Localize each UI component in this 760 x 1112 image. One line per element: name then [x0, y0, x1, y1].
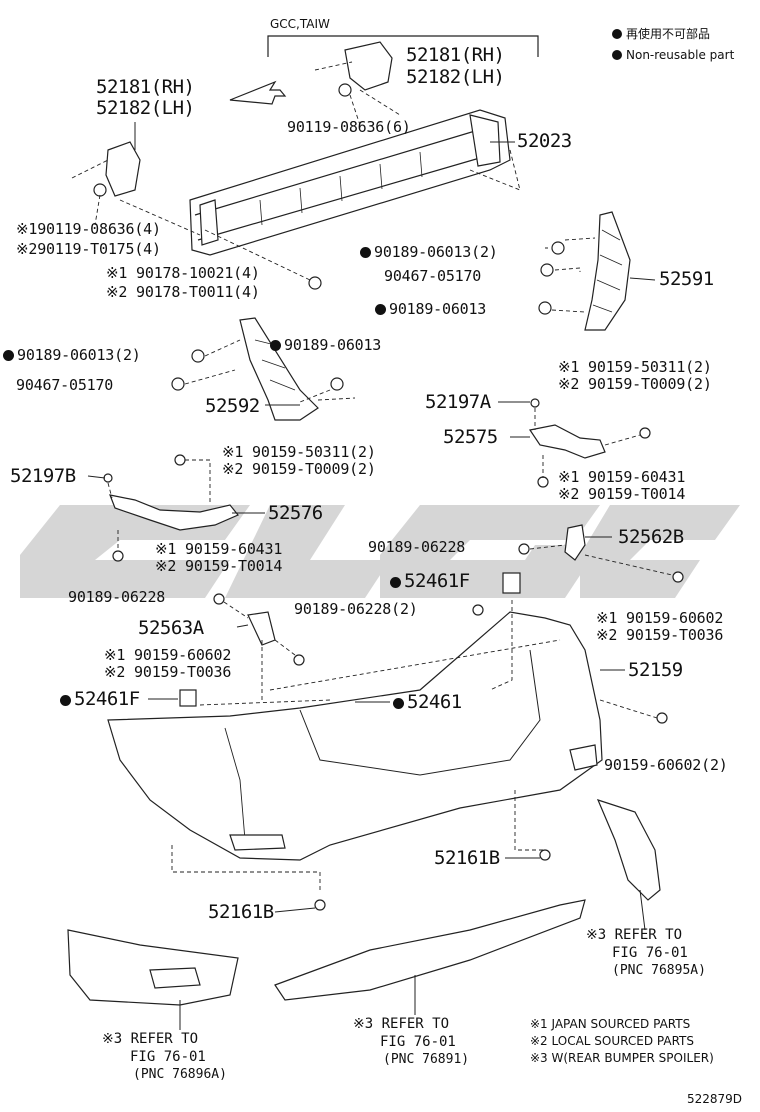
part-label-90189-06228-l: 90189-06228: [68, 588, 166, 606]
part-label-52023: 52023: [517, 130, 572, 152]
non-reusable-dot-icon: [375, 304, 386, 315]
part-label-90178-1: ※1 90178-10021(4): [106, 264, 260, 282]
refer-76895A-line2: FIG 76-01: [612, 945, 688, 961]
part-label-52182-left: 52182(LH): [96, 97, 195, 119]
non-reusable-dot-icon: [60, 695, 71, 706]
part-label-52161B-b: 52161B: [208, 901, 274, 923]
part-label-52592: 52592: [205, 395, 260, 417]
part-label-52197B: 52197B: [10, 465, 76, 487]
illustration-code: 522879D: [687, 1092, 743, 1106]
part-label-52576: 52576: [268, 502, 323, 524]
part-label-90189-06228-2: 90189-06228(2): [294, 600, 418, 618]
part-label-90159-b2: ※2 90159-T0014: [558, 485, 686, 503]
part-label-90159-b1: ※1 90159-60431: [558, 468, 686, 486]
non-reusable-dot-icon: [390, 577, 401, 588]
part-label-90467-l: 90467-05170: [16, 376, 114, 394]
part-label-52161B-r: 52161B: [434, 847, 500, 869]
part-label-90467-r: 90467-05170: [384, 267, 482, 285]
part-label-90159-a2: ※2 90159-T0009(2): [558, 375, 712, 393]
legend-text-en: Non-reusable part: [626, 48, 735, 62]
note-japan-sourced: ※1 JAPAN SOURCED PARTS: [530, 1017, 691, 1031]
refer-76895A-line3: (PNC 76895A): [612, 963, 706, 978]
part-label-90159-c1: ※1 90159-50311(2): [222, 443, 376, 461]
part-label-52182-top: 52182(LH): [406, 66, 505, 88]
part-label-90178-2: ※2 90178-T0011(4): [106, 283, 260, 301]
non-reusable-dot-icon: [612, 29, 622, 39]
refer-76896A-line2: FIG 76-01: [130, 1049, 206, 1065]
part-number-text: 52461F: [74, 688, 140, 710]
part-label-90159-c2: ※2 90159-T0009(2): [222, 460, 376, 478]
non-reusable-dot-icon: [3, 350, 14, 361]
part-label-90189-r1: 90189-06013(2): [360, 245, 498, 260]
part-number-text: 90189-06013: [284, 336, 382, 354]
part-label-52461F-l: 52461F: [60, 690, 140, 709]
part-label-90159-e2: ※2 90159-T0036: [596, 626, 724, 644]
legend-text-jp: 再使用不可部品: [626, 27, 711, 41]
refer-76896A-line1: ※3 REFER TO: [102, 1031, 199, 1047]
refer-76891-line1: ※3 REFER TO: [353, 1016, 450, 1032]
region-label: GCC,TAIW: [270, 17, 330, 31]
part-label-90159-a1: ※1 90159-50311(2): [558, 358, 712, 376]
part-label-90159-g: 90159-60602(2): [604, 756, 728, 774]
refer-76896A-line3: (PNC 76896A): [133, 1067, 227, 1082]
part-label-52563A: 52563A: [138, 617, 204, 639]
legend-japanese: 再使用不可部品: [612, 28, 710, 40]
refer-76891-line2: FIG 76-01: [380, 1034, 456, 1050]
part-label-90189-l2: 90189-06013: [270, 338, 381, 353]
part-number-text: 52461: [407, 691, 462, 713]
part-label-90159-e1: ※1 90159-60602: [596, 609, 724, 627]
legend-english: Non-reusable part: [612, 49, 734, 61]
non-reusable-dot-icon: [360, 247, 371, 258]
part-label-90159-f2: ※2 90159-T0036: [104, 663, 232, 681]
part-number-text: 90189-06013(2): [17, 346, 141, 364]
part-label-90159-d1: ※1 90159-60431: [155, 540, 283, 558]
refer-76891-line3: (PNC 76891): [383, 1052, 470, 1067]
part-label-52159: 52159: [628, 659, 683, 681]
non-reusable-dot-icon: [393, 698, 404, 709]
part-label-90119-top: 90119-08636(6): [287, 118, 411, 136]
note-local-sourced: ※2 LOCAL SOURCED PARTS: [530, 1034, 694, 1048]
part-label-52562B: 52562B: [618, 526, 684, 548]
part-number-text: 90189-06013(2): [374, 243, 498, 261]
part-label-52461F-r: 52461F: [390, 572, 470, 591]
part-label-52181-left: 52181(RH): [96, 76, 195, 98]
part-label-90189-l1: 90189-06013(2): [3, 348, 141, 363]
part-label-90159-d2: ※2 90159-T0014: [155, 557, 283, 575]
non-reusable-dot-icon: [270, 340, 281, 351]
part-label-90119-l1: ※190119-08636(4): [16, 220, 161, 238]
part-number-text: 52461F: [404, 570, 470, 592]
part-label-52197A: 52197A: [425, 391, 491, 413]
non-reusable-dot-icon: [612, 50, 622, 60]
part-number-text: 90189-06013: [389, 300, 487, 318]
part-label-90189-r2: 90189-06013: [375, 302, 486, 317]
part-label-90189-06228-r: 90189-06228: [368, 538, 466, 556]
note-spoiler: ※3 W(REAR BUMPER SPOILER): [530, 1051, 714, 1065]
part-label-90119-l2: ※290119-T0175(4): [16, 240, 161, 258]
part-label-52591: 52591: [659, 268, 714, 290]
part-label-52181-top: 52181(RH): [406, 44, 505, 66]
part-label-90159-f1: ※1 90159-60602: [104, 646, 232, 664]
part-label-52461: 52461: [393, 693, 462, 712]
part-label-52575: 52575: [443, 426, 498, 448]
refer-76895A-line1: ※3 REFER TO: [586, 927, 683, 943]
